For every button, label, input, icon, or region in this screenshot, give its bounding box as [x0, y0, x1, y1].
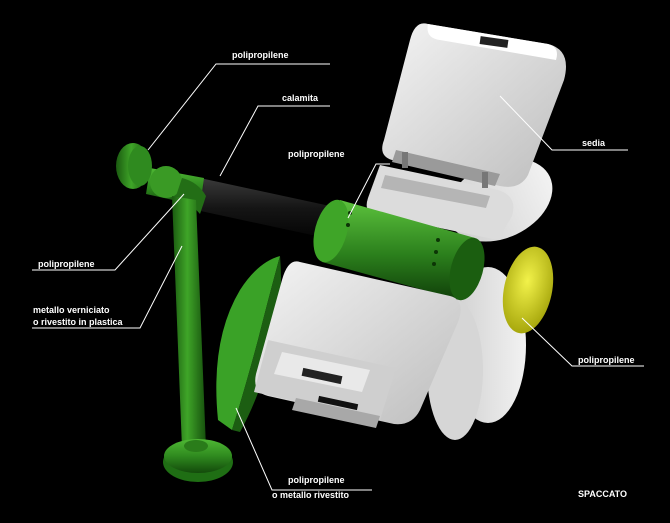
label-bottom-line1: polipropilene — [288, 475, 345, 485]
label-polipropilene-top: polipropilene — [232, 50, 289, 60]
leader-polipropilene-left — [32, 193, 185, 271]
label-polipropilene-center: polipropilene — [288, 149, 345, 159]
green-end-cap-top — [116, 143, 152, 189]
green-base-disc — [163, 439, 233, 482]
leader-metallo — [32, 245, 183, 329]
leader-sedia — [499, 95, 628, 151]
label-polipropilene-left: polipropilene — [38, 259, 95, 269]
seat-module-top — [366, 23, 566, 240]
green-arm — [146, 166, 206, 214]
leader-polipropilene-center — [347, 163, 390, 219]
green-cylinder — [313, 199, 485, 301]
yellow-center-disc — [502, 246, 554, 334]
label-metallo-line1: metallo verniciato — [33, 305, 110, 315]
green-leaf — [216, 256, 281, 432]
leader-polipropilene-right — [521, 317, 644, 367]
label-bottom-line2: o metallo rivestito — [272, 490, 350, 500]
label-calamita: calamita — [282, 93, 319, 103]
label-polipropilene-right: polipropilene — [578, 355, 635, 365]
label-spaccato: SPACCATO — [578, 489, 627, 499]
leader-calamita — [219, 105, 330, 177]
magnet-rod — [191, 178, 330, 238]
leader-lines — [32, 63, 644, 491]
label-metallo-line2: o rivestito in plastica — [33, 317, 124, 327]
label-sedia: sedia — [582, 138, 606, 148]
leader-polipropilene-top — [147, 63, 330, 151]
seat-module-bottom — [254, 261, 461, 428]
green-vertical-post — [172, 196, 206, 448]
leader-polipropilene-bottom — [235, 407, 372, 491]
